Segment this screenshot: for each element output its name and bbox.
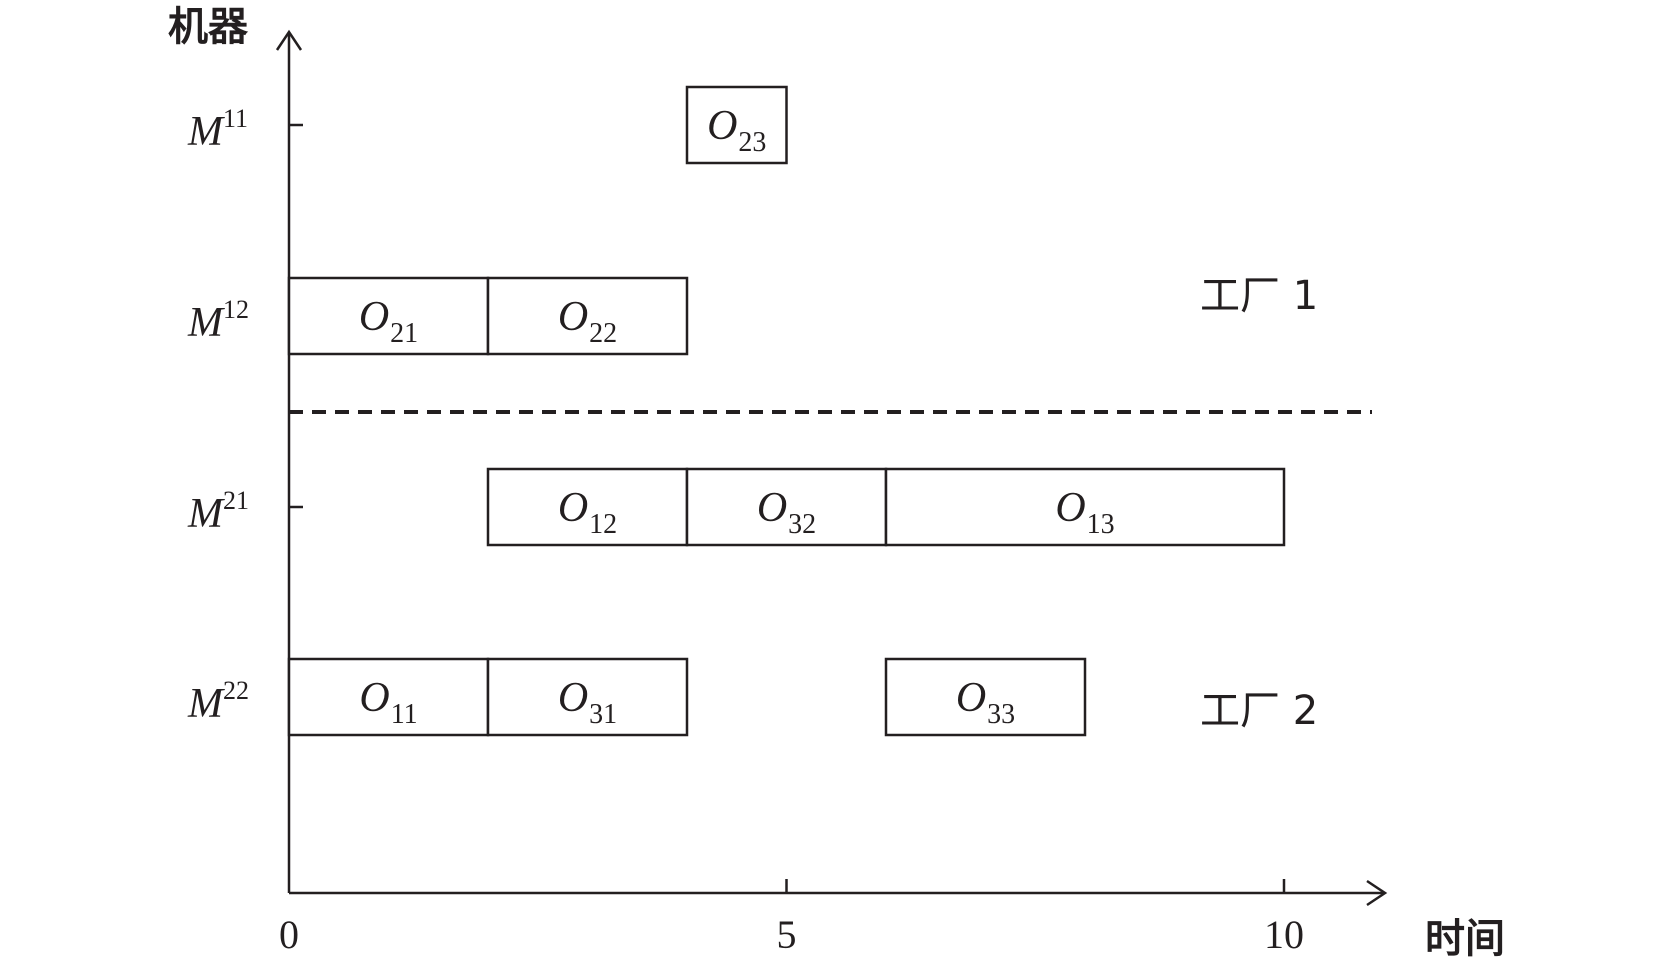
operation-bar bbox=[486, 467, 689, 547]
operation-label-sub: 22 bbox=[589, 318, 617, 349]
operation-label-main: O bbox=[956, 675, 986, 721]
operation-label: O33 bbox=[956, 675, 1015, 730]
operation-label: O12 bbox=[558, 485, 617, 540]
machine-label-main: M bbox=[187, 491, 225, 537]
operation-bar bbox=[486, 276, 689, 356]
operation-bar bbox=[685, 85, 788, 165]
operation-label-sub: 12 bbox=[589, 509, 617, 540]
operation-o33: O33 bbox=[884, 657, 1087, 737]
operation-o22: O22 bbox=[486, 276, 689, 356]
operation-label: O22 bbox=[558, 294, 617, 349]
operation-bar bbox=[884, 657, 1087, 737]
operation-label-sub: 23 bbox=[738, 127, 766, 158]
operation-label-main: O bbox=[707, 103, 737, 149]
operation-label-main: O bbox=[558, 675, 588, 721]
machine-label-main: M bbox=[187, 300, 225, 346]
x-ticks: 0 5 10 bbox=[279, 879, 1304, 957]
operation-label-sub: 13 bbox=[1087, 509, 1115, 540]
operation-label-sub: 32 bbox=[788, 509, 816, 540]
factory-labels: 工厂 1 工厂 2 bbox=[1200, 273, 1318, 734]
operation-label-main: O bbox=[359, 294, 389, 340]
operation-label-main: O bbox=[558, 294, 588, 340]
operation-label-main: O bbox=[359, 675, 389, 721]
y-axis-title: 机器 bbox=[168, 4, 249, 50]
operation-label-main: O bbox=[757, 485, 787, 531]
operation-bar bbox=[884, 467, 1286, 547]
operation-label: O23 bbox=[707, 103, 766, 158]
operation-label-sub: 31 bbox=[589, 699, 617, 730]
factory-label-1: 工厂 1 bbox=[1200, 273, 1318, 319]
operation-o12: O12 bbox=[486, 467, 689, 547]
operation-bar bbox=[685, 467, 888, 547]
operation-o23: O23 bbox=[685, 85, 788, 165]
operation-label: O11 bbox=[359, 675, 417, 730]
operation-bar bbox=[486, 657, 689, 737]
operation-label: O21 bbox=[359, 294, 418, 349]
x-tick-label: 10 bbox=[1264, 912, 1304, 957]
operation-bar bbox=[287, 657, 490, 737]
x-tick-label: 0 bbox=[279, 912, 299, 957]
operation-label: O31 bbox=[558, 675, 617, 730]
y-axis-arrow bbox=[275, 29, 303, 51]
machine-label-main: M bbox=[187, 109, 225, 155]
operation-o21: O21 bbox=[287, 276, 490, 356]
machine-label-sup: 21 bbox=[223, 486, 249, 515]
operation-o13: O13 bbox=[884, 467, 1286, 547]
operation-label: O13 bbox=[1055, 485, 1114, 540]
operation-label: O32 bbox=[757, 485, 816, 540]
machine-label-main: M bbox=[187, 681, 225, 727]
machine-label-m12: M12 bbox=[187, 295, 249, 346]
machine-label-m21: M21 bbox=[187, 486, 249, 537]
operation-label-sub: 21 bbox=[390, 318, 418, 349]
machine-label-m11: M11 bbox=[187, 104, 248, 155]
factory-label-2: 工厂 2 bbox=[1200, 688, 1318, 734]
machine-label-m22: M22 bbox=[187, 676, 249, 727]
operation-o11: O11 bbox=[287, 657, 490, 737]
operation-o32: O32 bbox=[685, 467, 888, 547]
operation-o31: O31 bbox=[486, 657, 689, 737]
machine-label-sup: 11 bbox=[223, 104, 248, 133]
x-axis-arrow bbox=[1366, 879, 1388, 907]
operation-label-sub: 33 bbox=[987, 699, 1015, 730]
machine-label-sup: 12 bbox=[223, 295, 249, 324]
operation-label-main: O bbox=[558, 485, 588, 531]
x-tick-label: 5 bbox=[777, 912, 797, 957]
machine-label-sup: 22 bbox=[223, 676, 249, 705]
operation-label-sub: 11 bbox=[391, 699, 418, 730]
operation-label-main: O bbox=[1055, 485, 1085, 531]
x-axis-title: 时间 bbox=[1425, 916, 1505, 959]
axes: 机器 时间 bbox=[168, 4, 1505, 959]
